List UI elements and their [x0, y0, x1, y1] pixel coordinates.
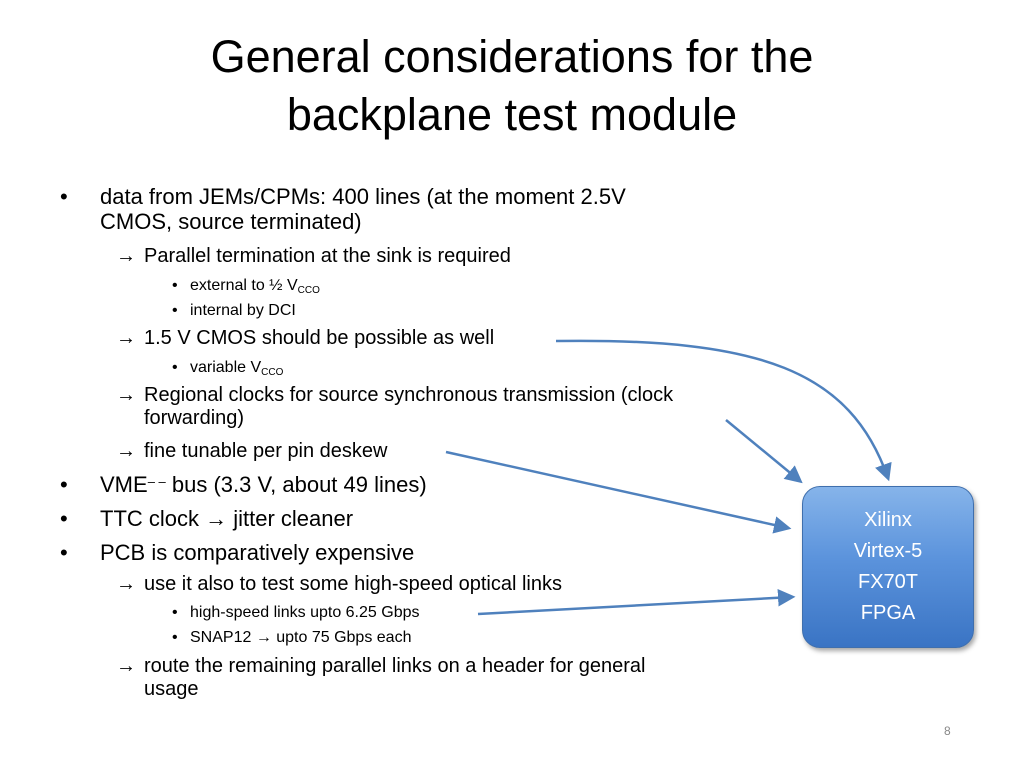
right-arrow-icon: →	[205, 506, 228, 531]
right-arrow-icon: →	[116, 655, 136, 677]
sub-item-text: Regional clocks for source synchronous t…	[144, 384, 674, 429]
fpga-line-2: Virtex-5	[853, 540, 923, 562]
slide-title: General considerations for the backplane…	[100, 28, 924, 144]
bullet-text: data from JEMs/CPMs: 400 lines (at the m…	[100, 184, 626, 234]
arrow-deskew-to-fpga	[445, 450, 792, 534]
sub-item-text: Parallel termination at the sink is requ…	[144, 245, 511, 267]
right-arrow-icon: →	[116, 384, 136, 406]
title-line-1: General considerations for the	[210, 31, 814, 82]
right-arrow-icon: →	[116, 573, 136, 595]
right-arrow-icon: →	[116, 245, 136, 267]
bullet-icon: •	[60, 184, 68, 209]
bullet-icon: •	[172, 359, 178, 376]
bullet-icon: •	[172, 604, 178, 621]
bullet-icon: •	[172, 302, 178, 319]
bullet-text: VME– – bus (3.3 V, about 49 lines)	[100, 472, 427, 497]
sub-sub-item-text: high-speed links upto 6.25 Gbps	[190, 604, 420, 621]
bullet-icon: •	[60, 472, 68, 497]
arrow-cmos-to-fpga	[555, 339, 892, 482]
arrow-clocks-to-fpga	[725, 419, 803, 484]
fpga-line-4: FPGA	[860, 602, 916, 624]
sub-item-text: route the remaining parallel links on a …	[144, 655, 646, 700]
bullet-icon: •	[172, 277, 178, 294]
right-arrow-icon: →	[116, 440, 136, 462]
sub-item-text: 1.5 V CMOS should be possible as well	[144, 327, 495, 349]
arrow-links-to-fpga	[477, 589, 796, 616]
bullet-icon: •	[172, 629, 178, 646]
page-number: 8	[944, 724, 951, 738]
bullet-text: PCB is comparatively expensive	[100, 540, 415, 565]
sub-sub-item-text: external to ½ VCCO	[190, 277, 320, 296]
bullet-icon: •	[60, 506, 68, 531]
title-line-2: backplane test module	[286, 89, 738, 140]
sub-sub-item-text: SNAP12 → upto 75 Gbps each	[190, 629, 412, 646]
sub-item-text: fine tunable per pin deskew	[144, 440, 388, 462]
bullet-icon: •	[60, 540, 68, 565]
fpga-line-1: Xilinx	[864, 509, 912, 531]
fpga-line-3: FX70T	[857, 571, 919, 593]
right-arrow-icon: →	[116, 327, 136, 349]
right-arrow-icon: →	[255, 629, 272, 646]
fpga-box: Xilinx Virtex-5 FX70T FPGA	[802, 486, 974, 648]
sub-sub-item-text: variable VCCO	[190, 359, 284, 378]
sub-sub-item-text: internal by DCI	[190, 302, 296, 319]
bullet-text: TTC clock → jitter cleaner	[100, 506, 354, 531]
sub-item-text: use it also to test some high-speed opti…	[144, 573, 562, 595]
